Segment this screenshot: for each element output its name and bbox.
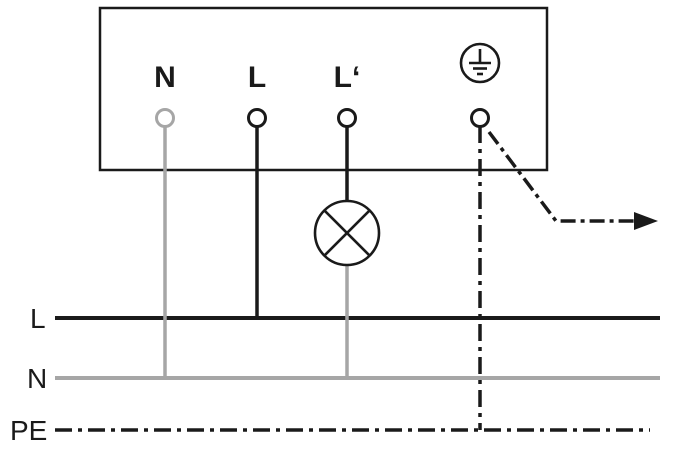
terminal-n — [155, 108, 175, 128]
terminal-l — [247, 108, 267, 128]
pe-bus-label: PE — [10, 415, 47, 446]
terminal-label-n: N — [154, 61, 176, 94]
lamp-icon — [313, 199, 381, 267]
device-enclosure — [98, 6, 549, 172]
terminal-pe — [470, 108, 490, 128]
terminal-label-l-prime: L‘ — [334, 61, 361, 94]
earth-ground-icon — [459, 42, 501, 84]
terminal-label-l: L — [248, 61, 266, 94]
l-bus-label: L — [30, 303, 46, 334]
direction-arrow-icon — [487, 130, 658, 230]
n-bus-label: N — [27, 363, 47, 394]
terminal-l-prime — [337, 108, 357, 128]
arrow-head — [634, 212, 658, 230]
